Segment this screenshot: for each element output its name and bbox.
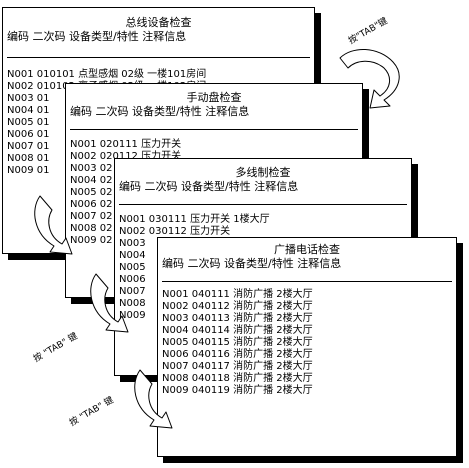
- list-item: N003 01: [7, 93, 50, 104]
- tab-key-label-mid: 按 "TAB" 键: [32, 331, 80, 365]
- window-title: 广播电话检查: [274, 243, 340, 256]
- list-item: N004 01: [7, 105, 50, 116]
- header-rule: [119, 204, 407, 205]
- window-title: 总线设备检查: [125, 16, 192, 29]
- list-item: N002 020112 压力开关: [70, 151, 182, 162]
- column-header: 编码 二次码 设备类型/特性 注释信息: [70, 105, 250, 118]
- list-item: N008: [119, 298, 146, 309]
- list-item: N009 02: [70, 235, 113, 246]
- list-item: N001 030111 压力开关 1楼大厅: [119, 214, 270, 225]
- list-item: N006 01: [7, 129, 50, 140]
- window-broadcast-phone-check: 广播电话检查 编码 二次码 设备类型/特性 注释信息 N001 040111 消…: [157, 237, 457, 457]
- list-item: N006 040116 消防广播 2楼大厅: [162, 349, 313, 360]
- list-item: N005 02: [70, 187, 113, 198]
- list-item: N007 040117 消防广播 2楼大厅: [162, 361, 313, 372]
- list-item: N006 02: [70, 199, 113, 210]
- list-item: N005 01: [7, 117, 50, 128]
- list-item: N007 01: [7, 141, 50, 152]
- list-item: N001 010101 点型感烟 02级 一楼101房间: [7, 69, 207, 80]
- list-item: N007: [119, 286, 146, 297]
- list-item: N001 020111 压力开关: [70, 139, 182, 150]
- tab-key-label-right: 按"TAB"键: [347, 16, 390, 47]
- header-rule: [70, 129, 358, 130]
- list-item: N008 01: [7, 153, 50, 164]
- list-item: N004: [119, 250, 146, 261]
- list-item: N003 040113 消防广播 2楼大厅: [162, 313, 313, 324]
- list-item: N005: [119, 262, 146, 273]
- window-title: 多线制检查: [235, 166, 291, 179]
- list-item: N009 01: [7, 165, 50, 176]
- list-item: N008 02: [70, 223, 113, 234]
- list-item: N002 040112 消防广播 2楼大厅: [162, 301, 313, 312]
- tab-key-label-bottom: 按 "TAB" 键: [68, 395, 116, 429]
- window-title: 手动盘检查: [186, 91, 242, 104]
- header-rule: [162, 281, 452, 282]
- list-item: N004 040114 消防广播 2楼大厅: [162, 325, 313, 336]
- list-item: N007 02: [70, 211, 113, 222]
- list-item: N003: [119, 238, 146, 249]
- list-item: N008 040118 消防广播 2楼大厅: [162, 373, 313, 384]
- column-header: 编码 二次码 设备类型/特性 注释信息: [119, 180, 299, 193]
- list-item: N004 02: [70, 175, 113, 186]
- list-item: N001 040111 消防广播 2楼大厅: [162, 289, 313, 300]
- list-item: N005 040115 消防广播 2楼大厅: [162, 337, 313, 348]
- list-item: N009 040119 消防广播 2楼大厅: [162, 385, 313, 396]
- header-rule: [7, 57, 310, 58]
- list-item: N009: [119, 310, 146, 321]
- column-header: 编码 二次码 设备类型/特性 注释信息: [162, 257, 342, 270]
- column-header: 编码 二次码 设备类型/特性 注释信息: [7, 30, 187, 43]
- list-item: N003 02: [70, 163, 113, 174]
- list-item: N006: [119, 274, 146, 285]
- list-item: N002 030112 压力开关: [119, 226, 231, 237]
